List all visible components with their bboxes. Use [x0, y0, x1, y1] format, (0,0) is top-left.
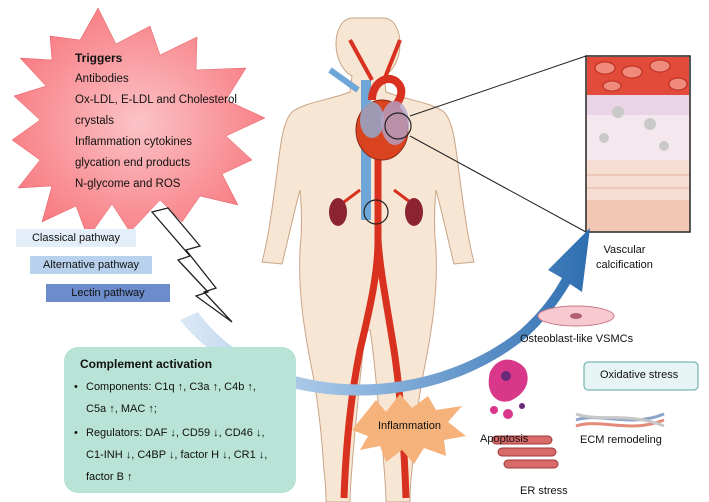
apoptosis-label: Apoptosis [480, 433, 529, 445]
trigger-item: N-glycome and ROS [75, 178, 181, 190]
alternative-pathway-box: Alternative pathway [30, 256, 152, 274]
vascular-label-line: Vascular [603, 244, 646, 256]
ecm-remodeling-label: ECM remodeling [580, 434, 662, 446]
trigger-item: glycation end products [75, 157, 191, 169]
bullet-components: • [74, 381, 78, 393]
trigger-item: Ox-LDL, E-LDL and Cholesterol [75, 94, 237, 106]
trigger-item: Inflammation cytokines [75, 136, 192, 148]
er-stress-icon [491, 435, 559, 469]
oxidative-stress-box [583, 361, 699, 391]
er-stress-label: ER stress [520, 485, 568, 497]
complement-title: Complement activation [80, 357, 213, 371]
inflammation-label: Inflammation [378, 420, 441, 432]
triggers-text: Triggers Antibodies Ox-LDL, E-LDL and Ch… [75, 51, 237, 192]
vascular-calcification-label: Vascular calcification [596, 243, 653, 273]
apoptosis-cell-icon [488, 359, 528, 419]
progression-arrow [180, 228, 590, 396]
trigger-item: Antibodies [75, 73, 129, 85]
osteoblast-label: Osteoblast-like VSMCs [520, 333, 634, 345]
complement-activation-box: Complement activation • Components: C1q … [64, 347, 296, 493]
calcification-label-line: calcification [596, 259, 653, 271]
classical-pathway-box: Classical pathway [16, 229, 136, 247]
triggers-burst [11, 7, 266, 239]
triggers-title: Triggers [75, 51, 123, 65]
vessel-wall-inset [585, 55, 691, 233]
complement-line: C1-INH ↓, C4BP ↓, factor H ↓, CR1 ↓, [86, 449, 268, 461]
complement-line: factor B ↑ [86, 471, 133, 483]
inflammation-burst [352, 394, 466, 464]
ecm-fibers-icon [575, 412, 665, 428]
lightning-bolt [150, 207, 233, 323]
complement-line: Regulators: DAF ↓, CD59 ↓, CD46 ↓, [86, 427, 265, 439]
complement-line: C5a ↑, MAC ↑; [86, 403, 157, 415]
oxidative-stress-label: Oxidative stress [600, 369, 679, 381]
trigger-item: crystals [75, 115, 114, 127]
complement-line: Components: C1q ↑, C3a ↑, C4b ↑, [86, 381, 256, 393]
lectin-pathway-box: Lectin pathway [46, 284, 170, 302]
bullet-regulators: • [74, 427, 78, 439]
